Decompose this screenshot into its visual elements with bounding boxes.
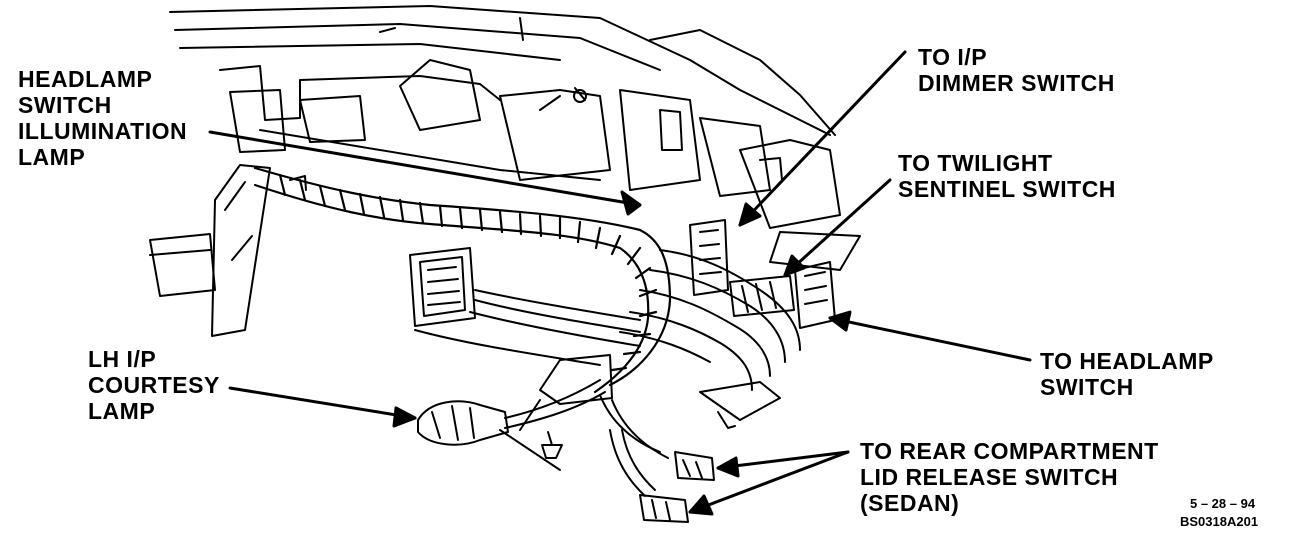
center-connector xyxy=(409,247,476,327)
label-line: LAMP xyxy=(88,398,156,424)
instrument-panel-carrier xyxy=(169,5,841,229)
leader-arrows xyxy=(208,50,1032,516)
label-line: SENTINEL SWITCH xyxy=(898,176,1116,202)
label-line: TO HEADLAMP xyxy=(1040,348,1214,374)
label-line: TO REAR COMPARTMENT xyxy=(860,438,1159,464)
label-headlamp-switch: TO HEADLAMP SWITCH xyxy=(1040,348,1214,400)
label-line: ILLUMINATION xyxy=(18,118,188,144)
label-line: LID RELEASE SWITCH xyxy=(860,464,1119,490)
label-twilight-sentinel-switch: TO TWILIGHT SENTINEL SWITCH xyxy=(898,150,1116,202)
main-harness xyxy=(253,166,672,394)
figure-code: BS0318A201 xyxy=(1180,514,1259,529)
label-line: TO I/P xyxy=(918,44,988,70)
label-line: LAMP xyxy=(18,144,86,170)
label-line: SWITCH xyxy=(18,92,112,118)
label-line: SWITCH xyxy=(1040,374,1134,400)
label-lh-ip-courtesy-lamp: LH I/P COURTESY LAMP xyxy=(88,346,220,424)
label-dimmer-switch: TO I/P DIMMER SWITCH xyxy=(918,44,1115,96)
branch-wires xyxy=(414,249,801,471)
headlamp-switch-connectors xyxy=(689,219,861,329)
label-line: HEADLAMP xyxy=(18,66,153,92)
date-stamp: 5 – 28 – 94 xyxy=(1190,496,1256,511)
courtesy-lamp xyxy=(417,379,606,459)
rear-compartment-connectors xyxy=(599,394,715,523)
label-line: LH I/P xyxy=(88,346,157,372)
lower-left-panel xyxy=(149,164,307,337)
label-line: DIMMER SWITCH xyxy=(918,70,1115,96)
label-rear-compartment-lid-release: TO REAR COMPARTMENT LID RELEASE SWITCH (… xyxy=(860,438,1159,516)
label-line: COURTESY xyxy=(88,372,220,398)
label-line: (SEDAN) xyxy=(860,490,960,516)
label-headlamp-switch-illumination-lamp: HEADLAMP SWITCH ILLUMINATION LAMP xyxy=(18,66,187,170)
label-line: TO TWILIGHT xyxy=(898,150,1053,176)
